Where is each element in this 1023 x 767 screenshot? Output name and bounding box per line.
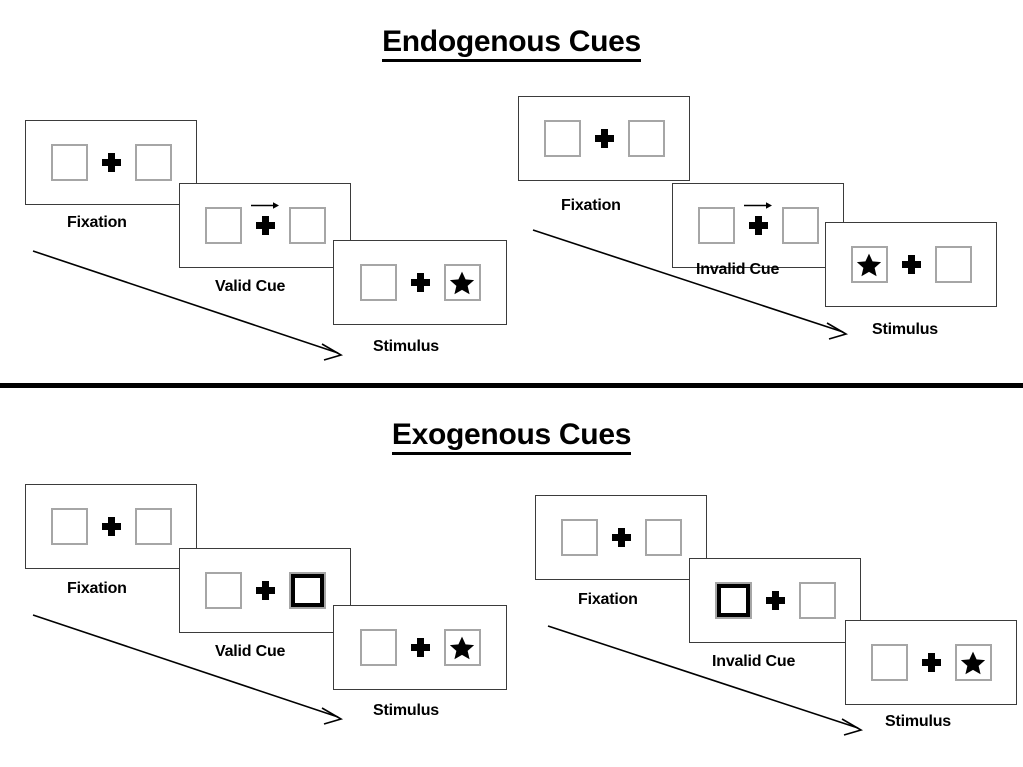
- target-box-right: [443, 264, 481, 301]
- frame-exogenous-valid-stimulus: [333, 605, 507, 690]
- placeholder-box-left: [560, 519, 598, 556]
- plus-icon: [101, 517, 121, 536]
- display-content: [204, 202, 326, 244]
- display-content: [850, 246, 972, 283]
- frame-exogenous-invalid-fixation: [535, 495, 707, 580]
- plus-icon: [410, 273, 430, 292]
- placeholder-box-left: [50, 508, 88, 545]
- frame-exogenous-valid-cue: [179, 548, 351, 633]
- plus-icon: [594, 129, 614, 148]
- target-box-right: [443, 629, 481, 666]
- caption-exogenous-invalid-cue: Invalid Cue: [712, 653, 796, 670]
- frame-endogenous-valid-stimulus: [333, 240, 507, 325]
- display-content: [204, 572, 326, 609]
- section-title-exogenous: Exogenous Cues: [0, 418, 1023, 455]
- plus-icon: [251, 202, 279, 235]
- section-title-endogenous-text: Endogenous Cues: [382, 25, 641, 62]
- plus-icon: [901, 255, 921, 274]
- placeholder-box-right: [627, 120, 665, 157]
- display-content: [359, 264, 481, 301]
- frame-endogenous-invalid-fixation: [518, 96, 690, 181]
- display-content: [543, 120, 665, 157]
- plus-icon: [255, 581, 275, 600]
- star-icon: [449, 636, 475, 659]
- arrow-right-icon: [251, 202, 279, 209]
- placeholder-box-right: [781, 207, 819, 244]
- caption-exogenous-valid-fixation: Fixation: [67, 580, 127, 597]
- caption-exogenous-valid-cue: Valid Cue: [215, 643, 286, 660]
- plus-icon: [410, 638, 430, 657]
- plus-icon: [611, 528, 631, 547]
- frame-exogenous-invalid-stimulus: [845, 620, 1017, 705]
- caption-endogenous-valid-stimulus: Stimulus: [373, 338, 439, 355]
- section-title-exogenous-text: Exogenous Cues: [391, 418, 631, 455]
- placeholder-box-right: [644, 519, 682, 556]
- target-box-left: [850, 246, 888, 283]
- frame-exogenous-valid-fixation: [25, 484, 197, 569]
- cued-box-right: [288, 572, 326, 609]
- placeholder-box-right: [288, 207, 326, 244]
- placeholder-box-left: [870, 644, 908, 681]
- arrow-right-icon: [744, 202, 772, 209]
- frame-endogenous-valid-fixation: [25, 120, 197, 205]
- caption-endogenous-valid-fixation: Fixation: [67, 214, 127, 231]
- star-icon: [856, 253, 882, 276]
- target-box-right: [954, 644, 992, 681]
- placeholder-box-right: [134, 144, 172, 181]
- frame-exogenous-invalid-cue: [689, 558, 861, 643]
- section-title-endogenous: Endogenous Cues: [0, 25, 1023, 62]
- frame-endogenous-valid-cue: [179, 183, 351, 268]
- caption-endogenous-invalid-stimulus: Stimulus: [872, 321, 938, 338]
- placeholder-box-left: [697, 207, 735, 244]
- caption-exogenous-valid-stimulus: Stimulus: [373, 702, 439, 719]
- cued-box-left: [714, 582, 752, 619]
- display-content: [870, 644, 992, 681]
- placeholder-box-right: [134, 508, 172, 545]
- display-content: [359, 629, 481, 666]
- caption-exogenous-invalid-fixation: Fixation: [578, 591, 638, 608]
- plus-icon: [101, 153, 121, 172]
- display-content: [560, 519, 682, 556]
- star-icon: [449, 271, 475, 294]
- frame-endogenous-invalid-stimulus: [825, 222, 997, 307]
- placeholder-box-left: [359, 629, 397, 666]
- display-content: [50, 508, 172, 545]
- frame-endogenous-invalid-cue: [672, 183, 844, 268]
- placeholder-box-left: [50, 144, 88, 181]
- placeholder-box-left: [359, 264, 397, 301]
- caption-endogenous-invalid-cue: Invalid Cue: [696, 261, 780, 278]
- display-content: [714, 582, 836, 619]
- plus-icon: [765, 591, 785, 610]
- placeholder-box-left: [204, 572, 242, 609]
- placeholder-box-right: [798, 582, 836, 619]
- display-content: [697, 202, 819, 244]
- caption-exogenous-invalid-stimulus: Stimulus: [885, 713, 951, 730]
- display-content: [50, 144, 172, 181]
- section-divider: [0, 383, 1023, 388]
- placeholder-box-left: [543, 120, 581, 157]
- plus-icon: [744, 202, 772, 235]
- caption-endogenous-invalid-fixation: Fixation: [561, 197, 621, 214]
- placeholder-box-right: [934, 246, 972, 283]
- star-icon: [960, 651, 986, 674]
- plus-icon: [921, 653, 941, 672]
- caption-endogenous-valid-cue: Valid Cue: [215, 278, 286, 295]
- placeholder-box-left: [204, 207, 242, 244]
